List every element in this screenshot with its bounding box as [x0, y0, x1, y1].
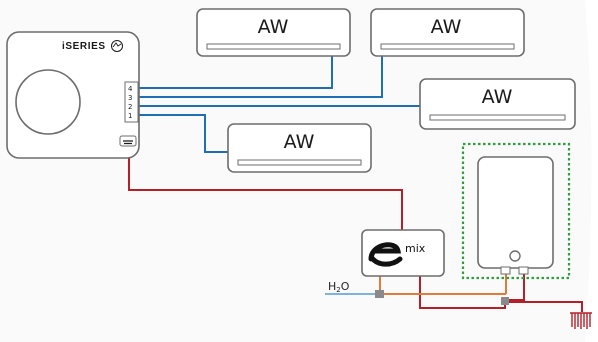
brand-logo-icon — [111, 40, 123, 52]
hot-line-outdoor-to-mixer — [128, 148, 403, 230]
indoor-unit-2-label: AW — [482, 86, 513, 108]
indoor-unit-1-label: AW — [284, 131, 315, 153]
outdoor-unit-brand: iSERIES — [62, 41, 106, 52]
tank-outlet-fitting — [518, 266, 529, 275]
water-inlet-label: H2O — [328, 280, 350, 294]
port-label-2: 2 — [128, 103, 132, 111]
emix-connector-icon — [123, 140, 133, 145]
indoor-unit-1: AW — [227, 123, 372, 173]
water-inlet-sub: 2 — [336, 286, 340, 294]
indoor-unit-3: AW — [370, 8, 525, 57]
indoor-unit-3-label: AW — [431, 16, 462, 38]
indoor-unit-4-vent — [206, 43, 341, 50]
port-label-1: 1 — [128, 112, 132, 120]
water-heater-tank — [477, 156, 554, 269]
indoor-unit-4: AW — [196, 8, 351, 57]
refrigerant-lines — [138, 56, 420, 153]
refrigerant-line-3 — [138, 56, 383, 98]
outlet-tee-fitting — [501, 297, 509, 305]
mixer-label: mix — [405, 242, 426, 255]
port-label-4: 4 — [128, 85, 133, 93]
indoor-unit-2: AW — [419, 78, 576, 130]
refrigerant-line-4 — [138, 56, 333, 89]
port-terminal-block — [124, 81, 139, 123]
indoor-unit-4-label: AW — [258, 16, 289, 38]
indoor-unit-2-vent — [429, 114, 566, 121]
outdoor-unit: iSERIES 4 3 2 1 — [6, 31, 140, 159]
indoor-unit-3-vent — [380, 43, 515, 50]
water-inlet-h: H — [328, 280, 336, 293]
water-heater — [461, 142, 571, 280]
mixer-unit: mix — [361, 229, 445, 277]
water-inlet-o: O — [341, 280, 350, 293]
inlet-tee-fitting — [375, 290, 384, 298]
refrigerant-line-1 — [138, 114, 228, 153]
mixer-e-logo-icon — [368, 242, 403, 267]
tank-inlet-fitting — [500, 266, 511, 275]
port-label-3: 3 — [128, 94, 132, 102]
water-heater-indicator — [509, 250, 521, 262]
outdoor-unit-body — [6, 31, 140, 159]
shower-outlet-icon — [570, 312, 592, 329]
indoor-unit-1-vent — [237, 159, 362, 166]
hot-line-to-outlet — [505, 301, 583, 312]
outdoor-unit-fan — [15, 69, 81, 135]
